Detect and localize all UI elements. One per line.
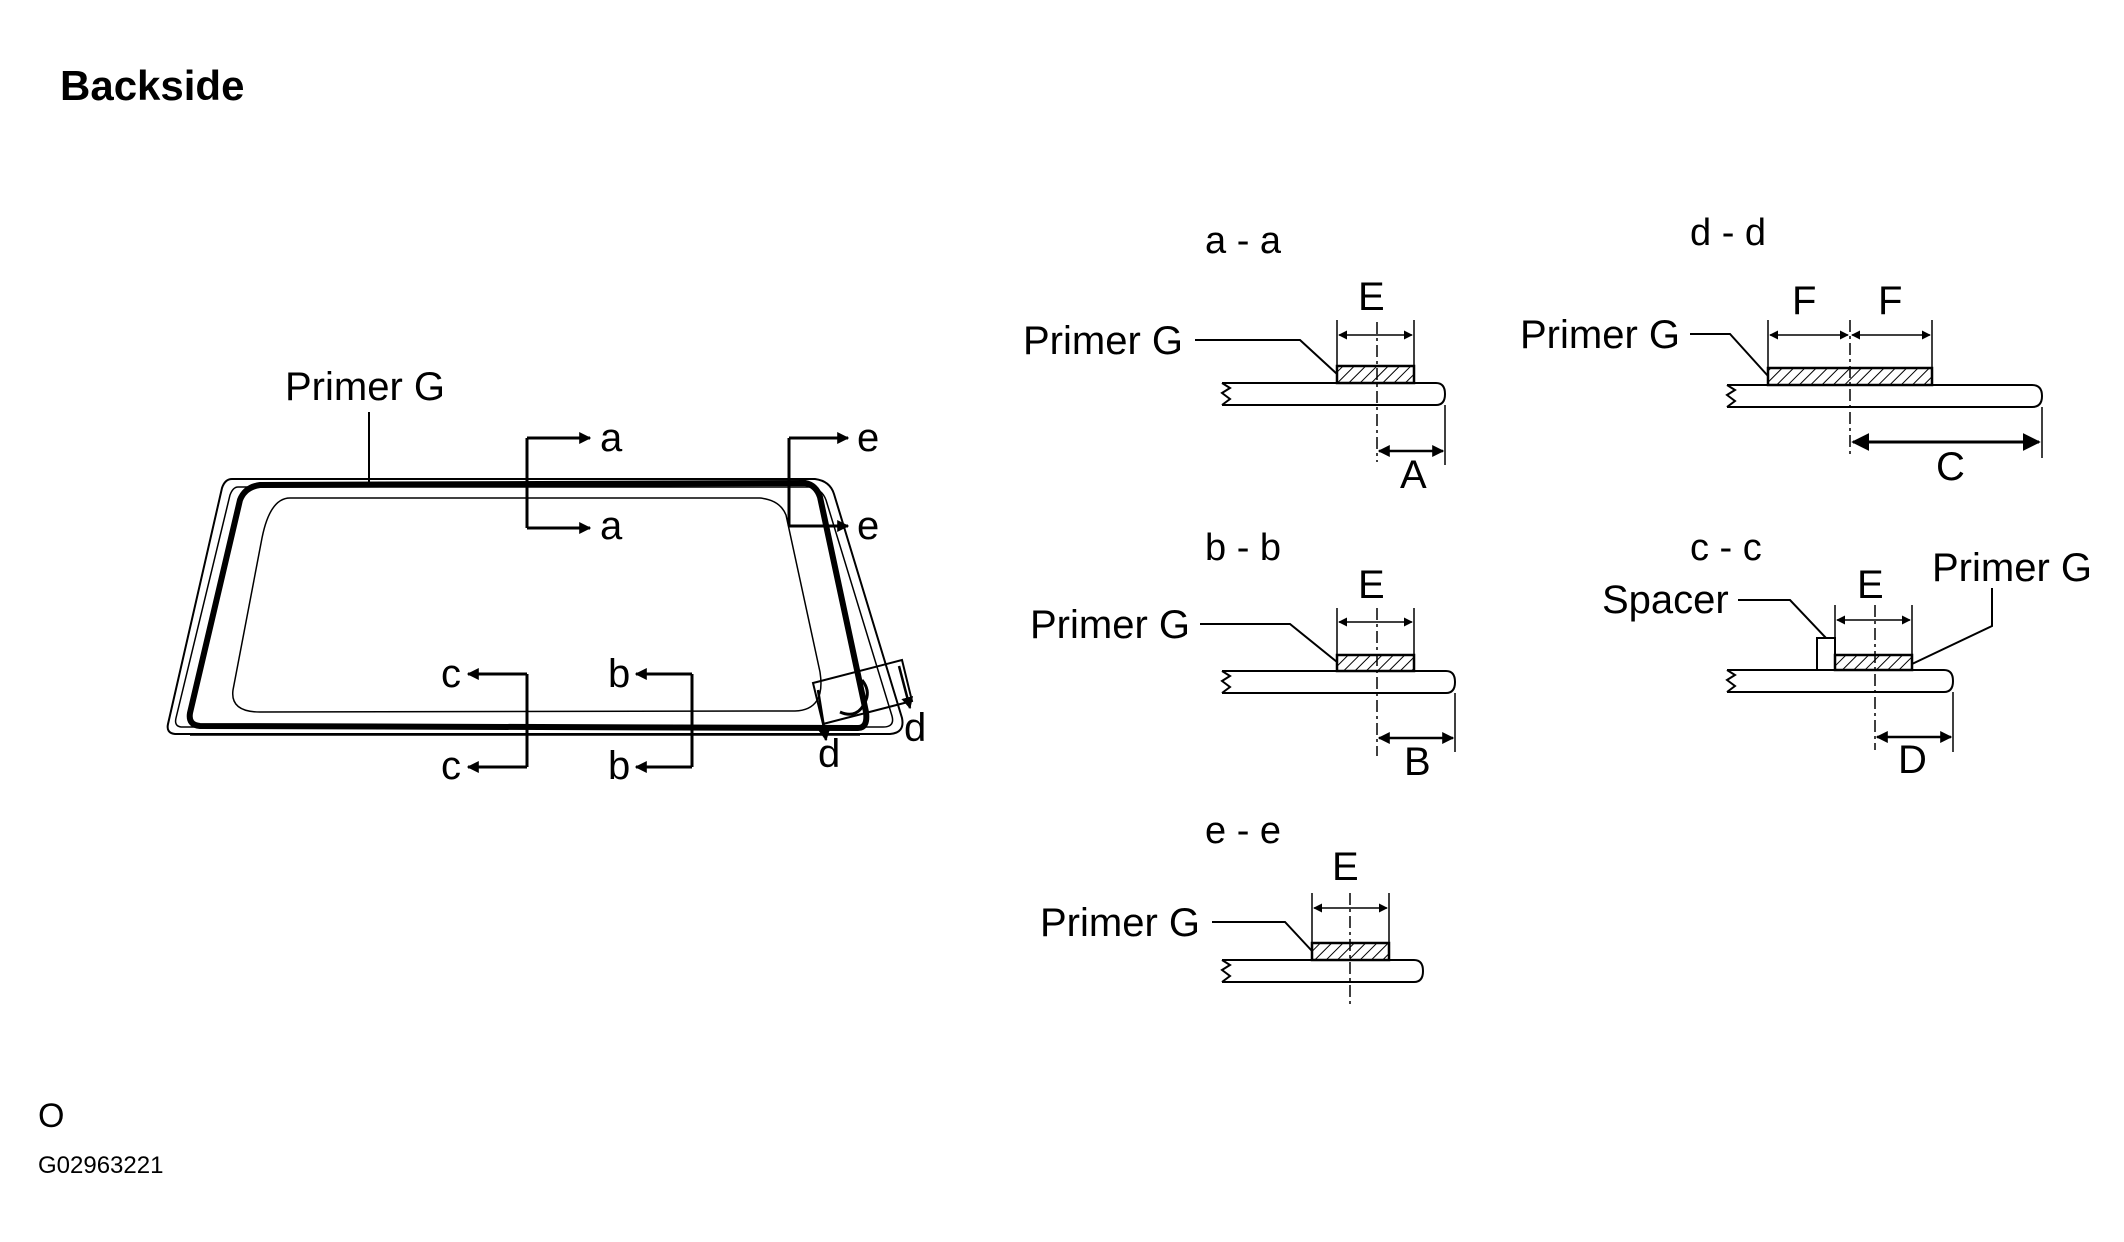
diagram-title: Backside xyxy=(60,62,245,109)
section-cut-a xyxy=(525,432,592,534)
section-ee-primer-label: Primer G xyxy=(1040,901,1200,945)
section-cc-title: c - c xyxy=(1690,527,1762,569)
marker-e-top: e xyxy=(857,416,879,460)
section-cc-break xyxy=(1725,669,1737,693)
section-cc-spacer-label: Spacer xyxy=(1602,578,1729,622)
section-aa-title: a - a xyxy=(1205,220,1282,262)
section-dd-primer-leader xyxy=(1690,333,1769,377)
marker-c-bottom: c xyxy=(441,744,461,788)
marker-d-left: d xyxy=(818,732,840,776)
section-dd: d - d F F C Primer G xyxy=(1520,212,2044,489)
section-dd-offset-label: C xyxy=(1936,445,1965,489)
marker-d-right: d xyxy=(904,706,926,750)
section-bb-primer-label: Primer G xyxy=(1030,603,1190,647)
section-cut-c xyxy=(466,668,529,773)
section-ee: e - e E Primer G xyxy=(1040,810,1425,1008)
section-bb-primer-strip xyxy=(1335,653,1416,673)
window-frame-inner-edge xyxy=(174,486,894,728)
section-cc-spacer-leader xyxy=(1738,599,1827,639)
section-bb-offset-label: B xyxy=(1404,740,1431,784)
section-ee-break xyxy=(1220,959,1232,983)
window-glass-area xyxy=(232,497,822,713)
section-cc-offset-label: D xyxy=(1898,738,1927,782)
section-cc-glass xyxy=(1727,669,1955,693)
section-bb-primer-leader xyxy=(1200,623,1338,663)
section-dd-glass xyxy=(1727,384,2044,408)
section-aa: a - a E A Primer G xyxy=(1023,220,1447,497)
section-aa-primer-label: Primer G xyxy=(1023,319,1183,363)
marker-c-top: c xyxy=(441,652,461,696)
section-dd-title: d - d xyxy=(1690,212,1766,254)
section-aa-primer-leader xyxy=(1195,339,1338,375)
section-ee-width-label: E xyxy=(1332,845,1359,889)
marker-b-bottom: b xyxy=(608,744,630,788)
section-ee-title: e - e xyxy=(1205,810,1281,852)
section-ee-glass xyxy=(1222,959,1425,983)
marker-b-top: b xyxy=(608,652,630,696)
section-cc-primer-label: Primer G xyxy=(1932,546,2092,590)
section-aa-offset-label: A xyxy=(1400,453,1427,497)
section-cut-d xyxy=(816,665,914,742)
section-cc-primer-leader xyxy=(1911,588,1993,665)
marker-a-bottom: a xyxy=(600,504,623,548)
section-bb-title: b - b xyxy=(1205,527,1281,569)
section-cc-primer-strip xyxy=(1833,653,1914,672)
section-bb-width-label: E xyxy=(1358,563,1385,607)
window-outer-edge xyxy=(166,478,904,735)
marker-e-bottom: e xyxy=(857,504,879,548)
marker-a-top: a xyxy=(600,416,623,460)
section-aa-width-label: E xyxy=(1358,275,1385,319)
section-bb-glass xyxy=(1222,670,1457,694)
section-dd-width-left-label: F xyxy=(1792,279,1816,323)
figure-code: O xyxy=(38,1097,65,1135)
section-cut-b xyxy=(634,668,694,773)
section-cc: c - c E D Spacer Primer G xyxy=(1602,527,2092,782)
section-dd-break xyxy=(1725,384,1737,408)
section-bb-break xyxy=(1220,670,1232,694)
section-cut-e xyxy=(787,432,850,532)
section-aa-glass xyxy=(1222,382,1447,406)
back-window-outline xyxy=(166,478,904,736)
section-cc-width-label: E xyxy=(1857,563,1884,607)
corner-detail-primer xyxy=(839,679,869,716)
section-bb: b - b E B Primer G xyxy=(1030,527,1457,784)
window-primer-label: Primer G xyxy=(285,365,445,409)
section-dd-primer-label: Primer G xyxy=(1520,313,1680,357)
primer-application-line xyxy=(186,479,870,732)
section-aa-primer-strip xyxy=(1335,364,1416,385)
figure-id: G02963221 xyxy=(38,1152,164,1179)
section-ee-primer-leader xyxy=(1212,921,1313,952)
section-cc-spacer xyxy=(1816,637,1836,671)
section-aa-break xyxy=(1220,382,1232,406)
section-dd-width-right-label: F xyxy=(1878,279,1902,323)
